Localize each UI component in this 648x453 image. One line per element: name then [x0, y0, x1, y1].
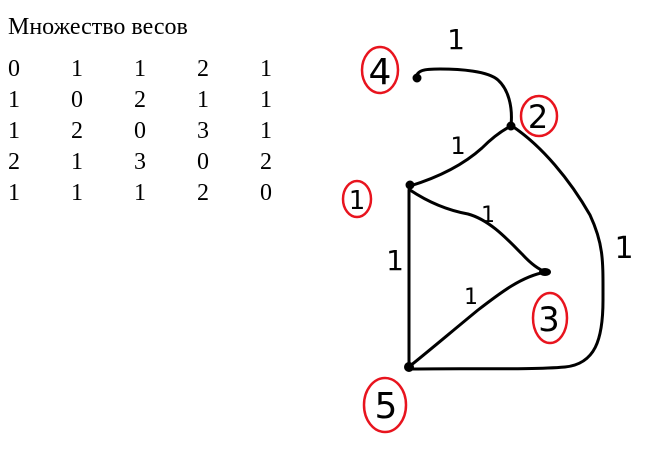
- node-4-circle: [360, 45, 400, 95]
- node-3-label: 3: [538, 300, 560, 340]
- matrix-cell: 2: [71, 118, 83, 144]
- matrix-row-5: 1 1 1 2 0: [8, 179, 323, 210]
- matrix-cell: 0: [8, 56, 20, 82]
- matrix-cell: 1: [260, 87, 272, 113]
- matrix-cell: 3: [197, 118, 209, 144]
- node-5-dot: [404, 362, 414, 372]
- edge-1-3-weight: 1: [481, 203, 495, 228]
- node-1-circle: [341, 179, 373, 219]
- matrix-cell: 1: [8, 180, 20, 206]
- matrix-row-3: 1 2 0 3 1: [8, 117, 323, 148]
- matrix-cell: 3: [134, 149, 146, 175]
- matrix-row-2: 1 0 2 1 1: [8, 86, 323, 117]
- matrix-cell: 1: [71, 56, 83, 82]
- node-3-dot: [539, 268, 551, 276]
- edge-5-3: [408, 270, 548, 368]
- matrix-cell: 1: [134, 56, 146, 82]
- matrix-cell: 1: [8, 87, 20, 113]
- matrix-cell: 1: [260, 56, 272, 82]
- edge-2-5-weight: 1: [614, 231, 633, 266]
- node-3-circle: [531, 291, 569, 345]
- edge-2-5: [410, 124, 605, 371]
- matrix-cell: 2: [134, 87, 146, 113]
- node-5-label: 5: [375, 386, 398, 427]
- edge-1-2-weight: 1: [450, 132, 465, 160]
- edge-1-3: [408, 188, 548, 274]
- matrix-cell: 0: [260, 180, 272, 206]
- matrix-cell: 0: [134, 118, 146, 144]
- matrix-row-4: 2 1 3 0 2: [8, 148, 323, 179]
- matrix-cell: 2: [197, 56, 209, 82]
- matrix-cell: 1: [197, 87, 209, 113]
- matrix-cell: 2: [8, 149, 20, 175]
- node-4-dot: [412, 73, 422, 83]
- edge-1-2: [408, 124, 513, 188]
- matrix-cell: 1: [260, 118, 272, 144]
- matrix-row-1: 0 1 1 2 1: [8, 55, 323, 86]
- matrix-cell: 2: [260, 149, 272, 175]
- node-5-circle: [362, 376, 408, 434]
- matrix-cell: 0: [71, 87, 83, 113]
- matrix-cell: 1: [8, 118, 20, 144]
- matrix-cell: 1: [71, 149, 83, 175]
- node-4-label: 4: [369, 52, 392, 93]
- node-1-dot: [405, 180, 415, 190]
- edge-5-3-weight: 1: [464, 285, 478, 310]
- node-2-label: 2: [528, 98, 548, 136]
- edge-1-5-weight: 1: [386, 244, 404, 277]
- matrix-cell: 1: [134, 180, 146, 206]
- weights-matrix: 0 1 1 2 1 1 0 2 1 1 1 2 0 3 1 2 1 3 0 2 …: [8, 55, 323, 210]
- weights-matrix-title: Множество весов: [8, 14, 188, 40]
- node-2-dot: [506, 121, 516, 131]
- node-1-label: 1: [349, 186, 366, 216]
- edge-4-2: [414, 67, 513, 128]
- edge-4-2-weight: 1: [447, 23, 465, 56]
- matrix-cell: 2: [197, 180, 209, 206]
- matrix-cell: 1: [71, 180, 83, 206]
- node-2-circle: [519, 94, 559, 138]
- matrix-cell: 0: [197, 149, 209, 175]
